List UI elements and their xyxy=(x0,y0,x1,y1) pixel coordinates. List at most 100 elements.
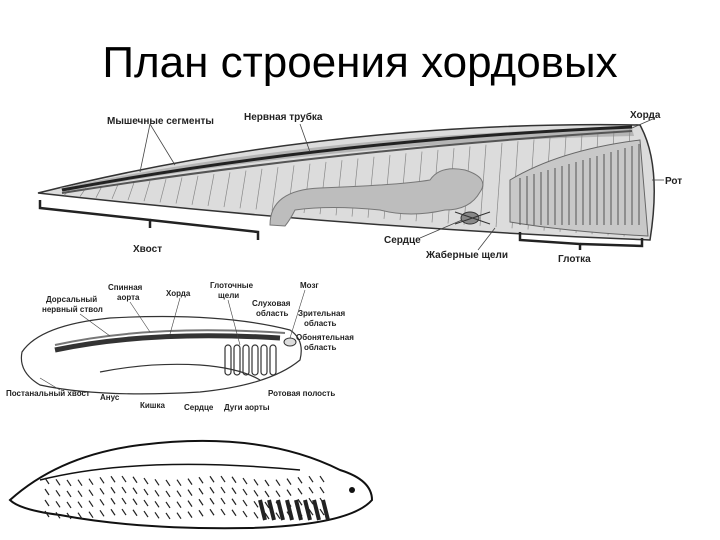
label-anus: Анус xyxy=(100,393,120,402)
fish-hatch-mark xyxy=(176,479,182,487)
fish-hatch-mark xyxy=(187,511,193,518)
fish-hatch-mark xyxy=(143,510,149,518)
label-spinal-aorta-1: Спинная xyxy=(108,283,143,292)
fish-hatch-mark xyxy=(308,486,314,494)
label-pharynx: Глотка xyxy=(558,254,591,265)
fish-hatch-mark xyxy=(66,479,72,487)
fish-hatch-mark xyxy=(44,477,50,485)
label-notochord-top: Хорда xyxy=(630,110,661,121)
middle-chordate-diagram: Спинная аорта Дорсальный нервный ствол Х… xyxy=(6,281,354,412)
middle-body-outline xyxy=(20,315,302,395)
fish-hatch-mark xyxy=(99,476,105,484)
fish-gill-mark xyxy=(321,499,330,521)
label-oral-cavity: Ротовая полость xyxy=(268,389,335,398)
label-notochord-middle: Хорда xyxy=(166,289,191,298)
label-pharyngeal-slits-1: Глоточные xyxy=(210,281,254,290)
fish-hatch-mark xyxy=(88,500,94,508)
fish-hatch-mark xyxy=(55,500,61,508)
fish-hatch-mark xyxy=(165,512,171,520)
fish-gill-mark xyxy=(312,499,321,521)
fish-hatch-mark xyxy=(319,486,325,494)
fish-hatch-mark xyxy=(231,509,237,517)
muscle-segment-line xyxy=(239,170,247,209)
label-visual-1: Зрительная xyxy=(298,309,345,318)
fish-hatch-mark xyxy=(308,497,314,505)
fish-hatch-mark xyxy=(77,501,83,509)
fish-hatch-mark xyxy=(231,487,237,495)
page-title: План строения хордовых xyxy=(102,38,618,87)
fish-hatch-mark xyxy=(264,479,270,487)
gut-tube xyxy=(269,168,484,227)
fish-hatch-mark xyxy=(198,509,204,517)
fish-hatch-mark xyxy=(275,490,281,498)
label-pharyngeal-slits-2: щели xyxy=(218,291,239,300)
fish-hatch-mark xyxy=(253,479,259,486)
label-mouth: Рот xyxy=(665,176,682,187)
pharyngeal-slit xyxy=(233,344,241,376)
fish-hatch-mark xyxy=(165,479,171,487)
muscle-segment-line xyxy=(223,172,231,208)
fish-hatch-mark xyxy=(132,476,138,484)
label-spinal-aorta-2: аорта xyxy=(117,293,140,302)
label-auditory-2: область xyxy=(256,309,289,318)
fish-hatch-mark xyxy=(275,512,281,520)
fish-hatch-mark xyxy=(121,486,127,494)
muscle-segment-line xyxy=(111,184,119,200)
fish-hatch-mark xyxy=(44,488,50,496)
pharyngeal-slit xyxy=(242,344,250,376)
fish-hatch-mark xyxy=(187,500,193,507)
pharynx-region xyxy=(509,139,649,237)
fish-hatch-mark xyxy=(77,512,83,520)
fish-hatch-mark xyxy=(121,475,127,483)
label-heart-top: Сердце xyxy=(384,235,421,246)
pharyngeal-slit xyxy=(269,344,277,376)
fish-hatch-mark xyxy=(198,476,204,484)
fish-hatch-mark xyxy=(319,508,325,516)
label-tail: Хвост xyxy=(133,244,162,255)
fish-gill-mark xyxy=(258,499,267,521)
fish-hatch-mark xyxy=(187,489,193,496)
fish-hatch-mark xyxy=(143,499,149,507)
label-auditory-1: Слуховая xyxy=(252,299,291,308)
fish-hatch-mark xyxy=(99,498,105,506)
fish-hatch-mark xyxy=(176,512,182,520)
fish-hatch-mark xyxy=(66,501,72,509)
fish-hatch-mark xyxy=(154,489,160,497)
fish-hatch-mark xyxy=(165,490,171,498)
label-olfactory-1: Обонятельная xyxy=(296,333,354,342)
label-gut: Кишка xyxy=(140,401,165,410)
top-lancelet-diagram: Мышечные сегменты Нервная трубка Хорда Р… xyxy=(37,110,682,265)
fish-hatch-mark xyxy=(88,489,94,497)
fish-hatch-mark xyxy=(154,478,160,486)
tail-bracket xyxy=(38,200,260,240)
fish-hatch-mark xyxy=(88,478,94,486)
label-dorsal-cord-2: нервный ствол xyxy=(42,305,103,314)
fish-hatch-mark xyxy=(110,486,116,494)
muscle-segment-line xyxy=(255,168,263,210)
fish-hatch-mark xyxy=(242,477,248,485)
bottom-fish-sketch xyxy=(8,439,374,530)
fish-hatch-mark xyxy=(66,512,72,520)
fish-hatch-mark xyxy=(209,486,215,494)
label-brain: Мозг xyxy=(300,281,319,290)
label-gill-slits: Жаберные щели xyxy=(425,249,508,261)
fish-hatch-mark xyxy=(99,487,105,495)
fish-gill-mark xyxy=(294,499,303,521)
fish-hatch-mark xyxy=(220,508,226,516)
fish-hatch-mark xyxy=(165,501,171,509)
fish-hatch-mark xyxy=(110,475,116,483)
fish-hatch-mark xyxy=(143,477,149,485)
pharyngeal-slit xyxy=(260,344,268,376)
fish-hatch-mark xyxy=(209,497,215,505)
fish-gill-mark xyxy=(276,499,285,521)
label-heart-middle: Сердце xyxy=(184,403,214,412)
fish-hatch-mark xyxy=(198,498,204,506)
pharynx-bracket xyxy=(518,232,644,250)
fish-hatch-mark xyxy=(55,478,61,486)
fish-hatch-mark xyxy=(231,476,237,484)
muscle-segment-line xyxy=(159,179,167,203)
fish-hatch-mark xyxy=(253,512,259,519)
pharyngeal-slit xyxy=(224,344,232,376)
fish-hatch-mark xyxy=(176,501,182,509)
